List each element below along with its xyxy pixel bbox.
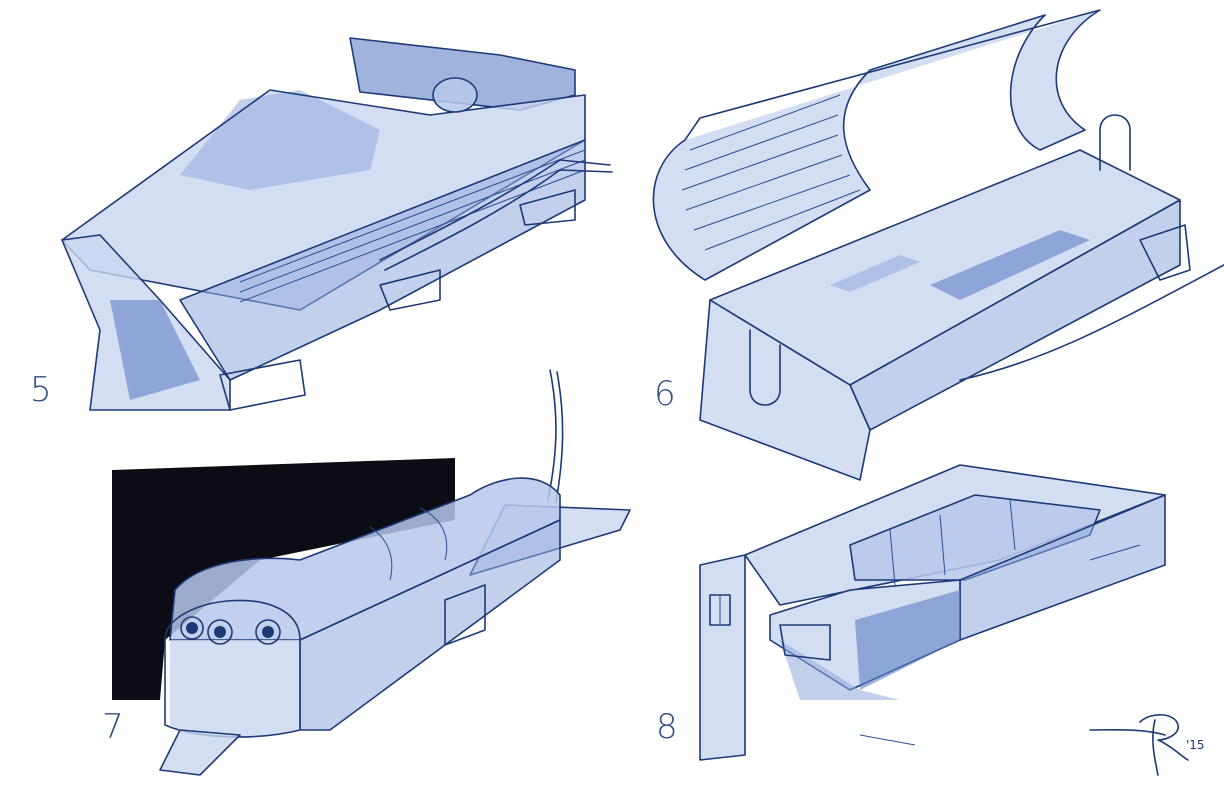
pod-sketch-6 [652,9,1224,481]
panel-number-5: 5 [30,370,52,410]
panel-number-8: 8 [656,707,678,747]
pod-sketch-7 [112,369,631,776]
pod-sketch-5 [61,37,613,411]
signature-year: '15 [1186,738,1205,752]
pod-sketch-8 [699,464,1166,761]
artist-signature [1089,714,1189,776]
panel-number-6: 6 [654,374,676,414]
panel-number-7: 7 [102,707,124,747]
